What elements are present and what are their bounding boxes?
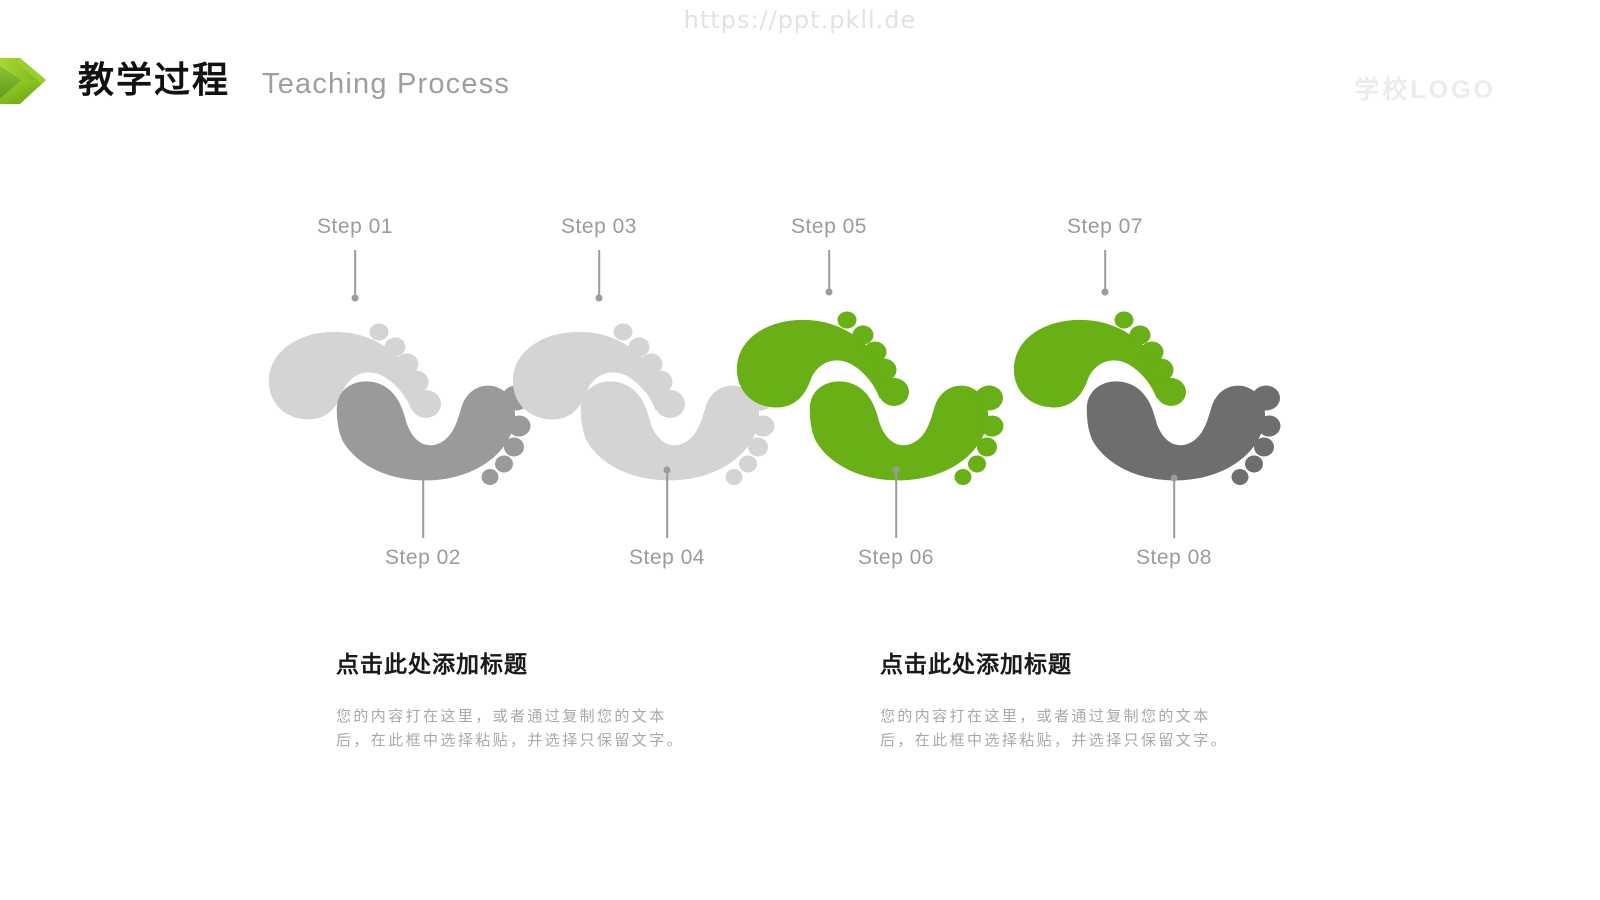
step-connector-06	[895, 470, 897, 538]
step-label-04[interactable]: Step 04	[629, 546, 705, 569]
step-label-07[interactable]: Step 07	[1067, 215, 1143, 238]
slide-header: 教学过程 Teaching Process 学校LOGO	[0, 56, 1600, 126]
step-label-02[interactable]: Step 02	[385, 546, 461, 569]
content-block-1-body[interactable]: 您的内容打在这里，或者通过复制您的文本后，在此框中选择粘贴，并选择只保留文字。	[336, 708, 685, 749]
content-block-2: 点击此处添加标题 您的内容打在这里，或者通过复制您的文本后，在此框中选择粘贴，并…	[880, 645, 1240, 753]
footprint-step-07[interactable]	[995, 288, 1245, 488]
step-label-05[interactable]: Step 05	[791, 215, 867, 238]
school-logo-placeholder: 学校LOGO	[1354, 76, 1496, 104]
step-connector-05	[828, 250, 830, 292]
step-label-03[interactable]: Step 03	[561, 215, 637, 238]
step-connector-dot-01	[351, 294, 359, 302]
page-subtitle: Teaching Process	[262, 68, 511, 100]
content-block-2-title[interactable]: 点击此处添加标题	[880, 651, 1072, 677]
footprint-step-05[interactable]	[718, 288, 968, 488]
footprint-step-diagram: Step 01 Step 0	[250, 215, 1320, 570]
step-connector-dot-03	[595, 294, 603, 302]
step-connector-07	[1104, 250, 1106, 292]
footprint-step-06[interactable]	[793, 370, 1043, 570]
footprint-step-01[interactable]	[250, 300, 500, 500]
content-block-1-title[interactable]: 点击此处添加标题	[336, 651, 528, 677]
site-watermark: https://ppt.pkll.de	[683, 6, 917, 34]
footprint-step-08[interactable]	[1070, 370, 1320, 570]
step-label-06[interactable]: Step 06	[858, 546, 934, 569]
step-connector-01	[354, 250, 356, 298]
step-connector-08	[1173, 478, 1175, 538]
step-connector-dot-05	[825, 288, 833, 296]
green-chevron-arrow-icon	[0, 50, 78, 116]
footprint-step-03[interactable]	[494, 300, 744, 500]
step-connector-03	[598, 250, 600, 298]
step-connector-02	[422, 470, 424, 538]
step-label-08[interactable]: Step 08	[1136, 546, 1212, 569]
step-label-01[interactable]: Step 01	[317, 215, 393, 238]
content-block-1: 点击此处添加标题 您的内容打在这里，或者通过复制您的文本后，在此框中选择粘贴，并…	[336, 645, 696, 753]
step-connector-04	[666, 470, 668, 538]
page-title: 教学过程	[78, 59, 231, 100]
step-connector-dot-07	[1101, 288, 1109, 296]
content-block-2-body[interactable]: 您的内容打在这里，或者通过复制您的文本后，在此框中选择粘贴，并选择只保留文字。	[880, 708, 1229, 749]
